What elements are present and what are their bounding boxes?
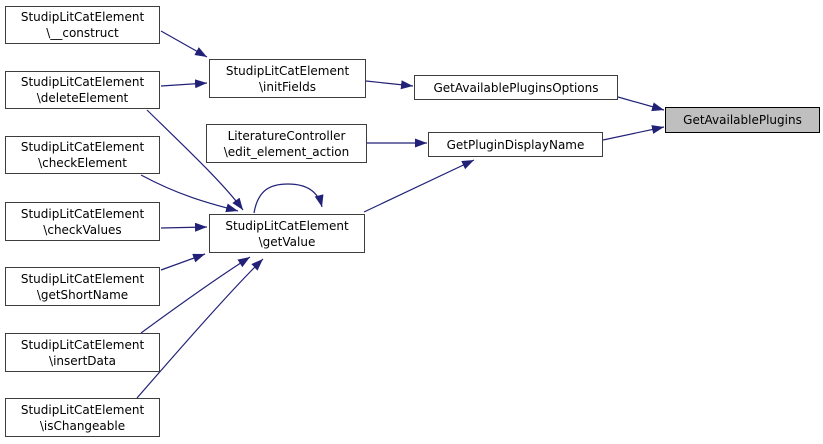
edge-checkvalues-to-getvalue bbox=[160, 222, 208, 232]
edge-getvalue-to-getplugindisplayname bbox=[363, 159, 475, 213]
node-get-available-plugins-options[interactable]: GetAvailablePluginsOptions bbox=[414, 75, 618, 100]
node-get-available-plugins: GetAvailablePlugins bbox=[665, 107, 820, 133]
edge-getavailablepluginsoptions-to-getavailableplugins bbox=[617, 96, 665, 112]
node-get-plugin-display-name[interactable]: GetPluginDisplayName bbox=[428, 132, 603, 157]
edge-initfields-to-getavailablepluginsoptions bbox=[365, 80, 414, 90]
edge-getplugindisplayname-to-getavailableplugins bbox=[602, 125, 665, 141]
edge-getvalue-self-loop bbox=[253, 183, 324, 214]
edge-deleteelement-to-getvalue bbox=[146, 109, 244, 211]
node-get-value[interactable]: StudipLitCatElement \getValue bbox=[209, 214, 365, 253]
node-is-changeable[interactable]: StudipLitCatElement \isChangeable bbox=[5, 398, 160, 437]
edge-deleteelement-to-initfields bbox=[160, 79, 208, 89]
node-init-fields[interactable]: StudipLitCatElement \initFields bbox=[209, 59, 366, 98]
edge-getshortname-to-getvalue bbox=[160, 253, 206, 271]
node-insert-data[interactable]: StudipLitCatElement \insertData bbox=[5, 333, 160, 372]
node-check-element[interactable]: StudipLitCatElement \checkElement bbox=[5, 136, 160, 174]
node-construct[interactable]: StudipLitCatElement \__construct bbox=[5, 6, 160, 44]
node-delete-element[interactable]: StudipLitCatElement \deleteElement bbox=[5, 71, 160, 109]
edge-insertdata-to-getvalue bbox=[140, 256, 251, 334]
edge-construct-to-initfields bbox=[160, 30, 208, 58]
edge-checkelement-to-getvalue bbox=[140, 174, 239, 213]
node-get-short-name[interactable]: StudipLitCatElement \getShortName bbox=[5, 267, 160, 306]
node-edit-element-action[interactable]: LiteratureController \edit_element_actio… bbox=[206, 124, 367, 163]
edge-ischangeable-to-getvalue bbox=[136, 258, 264, 399]
node-check-values[interactable]: StudipLitCatElement \checkValues bbox=[5, 202, 160, 241]
